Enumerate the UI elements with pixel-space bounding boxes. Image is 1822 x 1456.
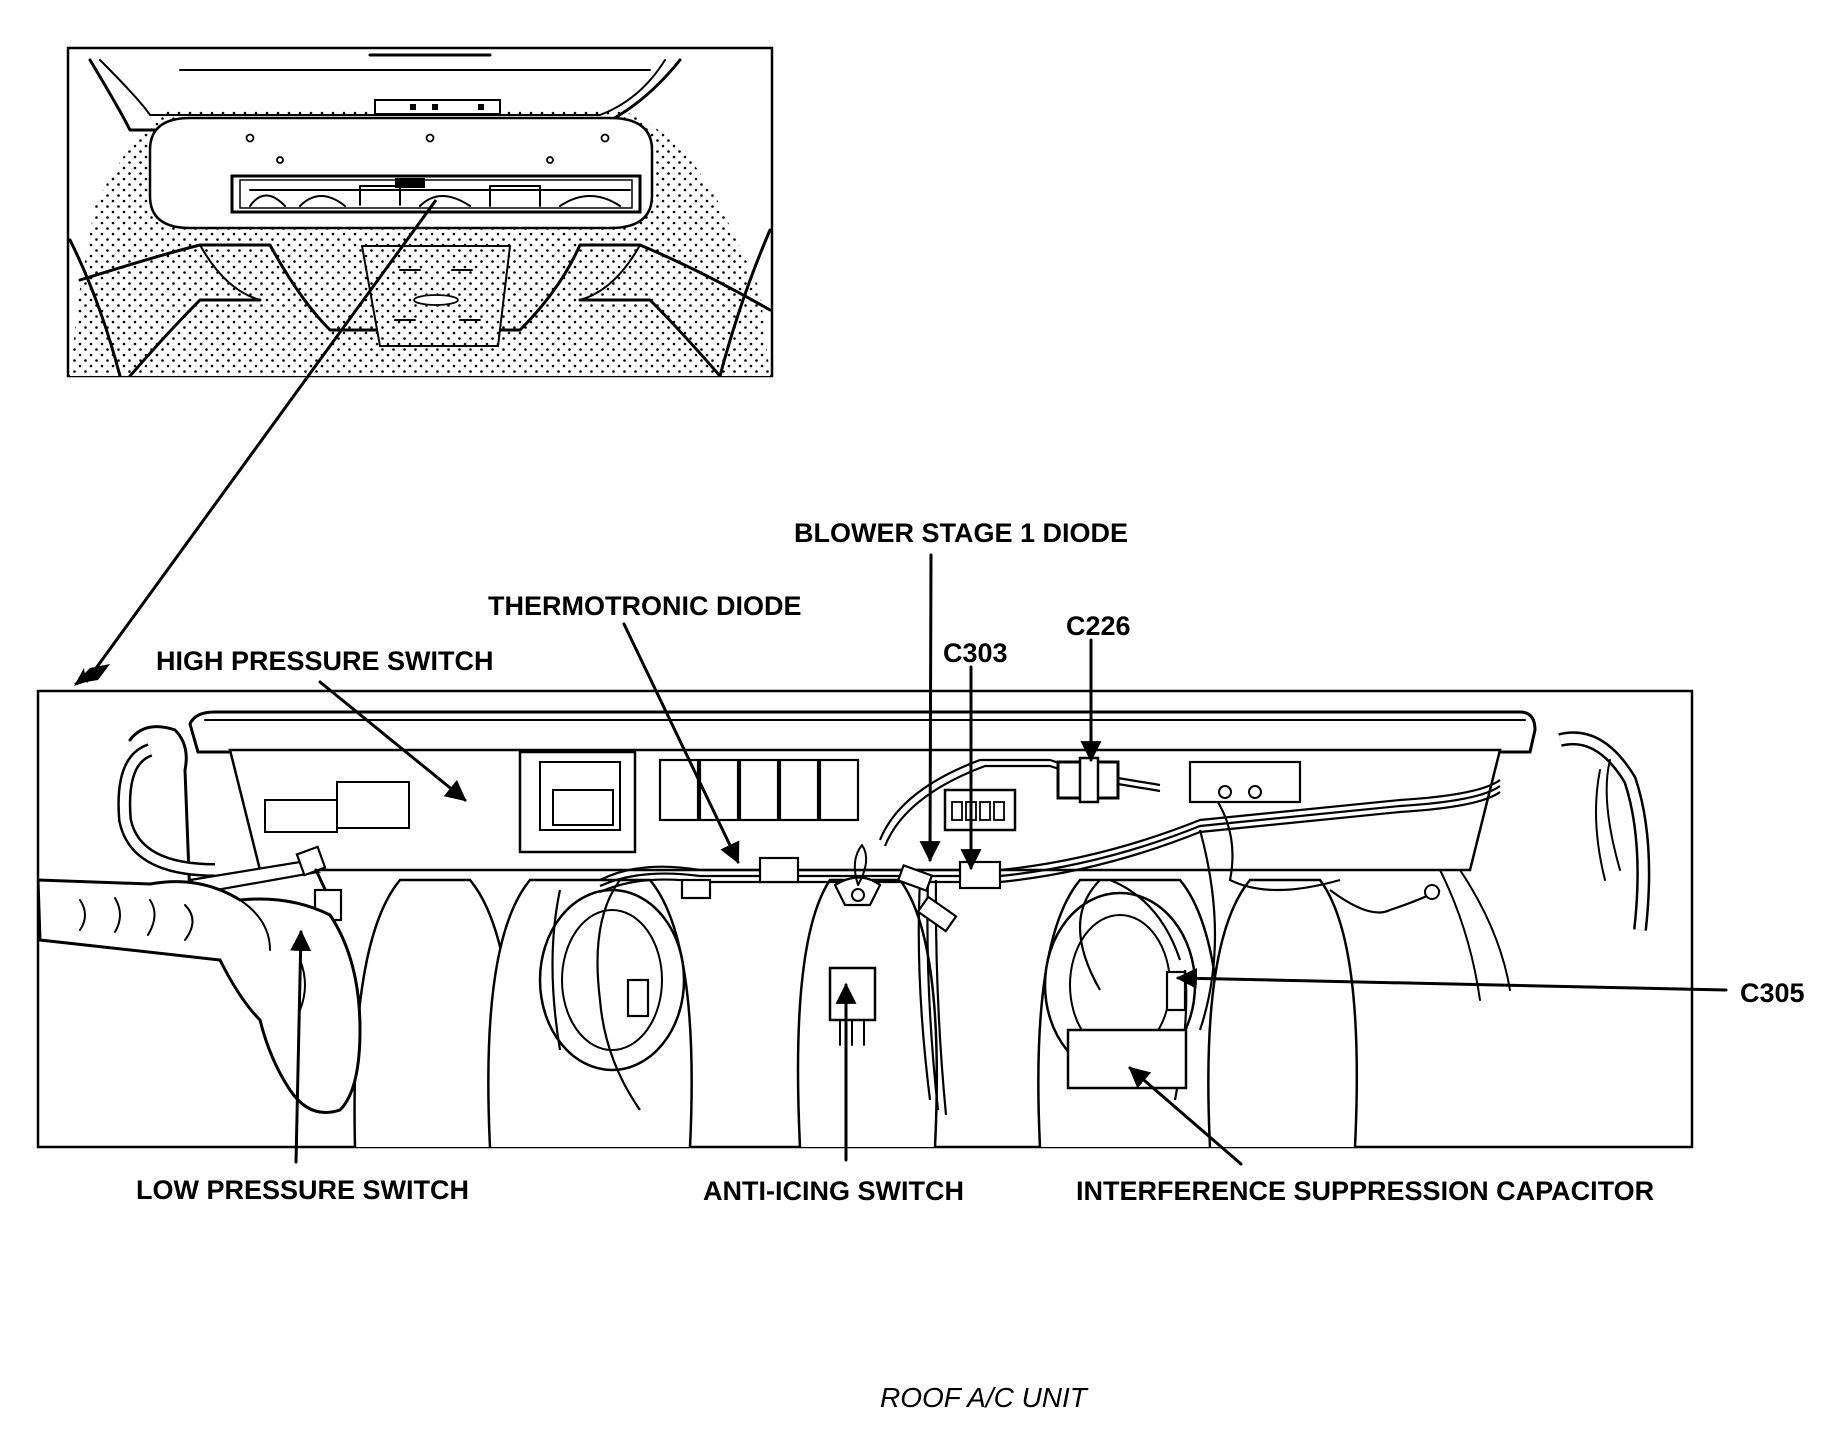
label-c305: C305 [1740,978,1805,1008]
figure-caption: ROOF A/C UNIT [880,1382,1089,1413]
label-blower-stage-1-diode: BLOWER STAGE 1 DIODE [794,518,1128,548]
label-high-pressure-switch: HIGH PRESSURE SWITCH [156,646,494,676]
callout-labels: BLOWER STAGE 1 DIODE THERMOTRONIC DIODE … [136,518,1805,1413]
hand-icon [38,878,362,1114]
leader-interference-suppression-capacitor [1128,1066,1243,1166]
label-low-pressure-switch: LOW PRESSURE SWITCH [136,1175,469,1205]
main-component-view [36,689,1694,1149]
label-c226: C226 [1066,611,1131,641]
label-thermotronic-diode: THERMOTRONIC DIODE [488,591,802,621]
leader-blower-stage-1-diode [919,553,941,863]
leader-lines [290,553,1728,1166]
inset-zoom-leader [74,199,438,686]
leader-low-pressure-switch [290,929,312,1164]
leader-thermotronic-diode [622,622,740,864]
leader-c305 [1175,967,1728,992]
leader-high-pressure-switch [318,680,467,802]
label-anti-icing-switch: ANTI-ICING SWITCH [703,1176,964,1206]
inset-vehicle-roof-view [66,46,774,378]
label-c303: C303 [943,638,1008,668]
relay-row [658,758,860,822]
label-interference-suppression-capacitor: INTERFERENCE SUPPRESSION CAPACITOR [1076,1176,1654,1206]
